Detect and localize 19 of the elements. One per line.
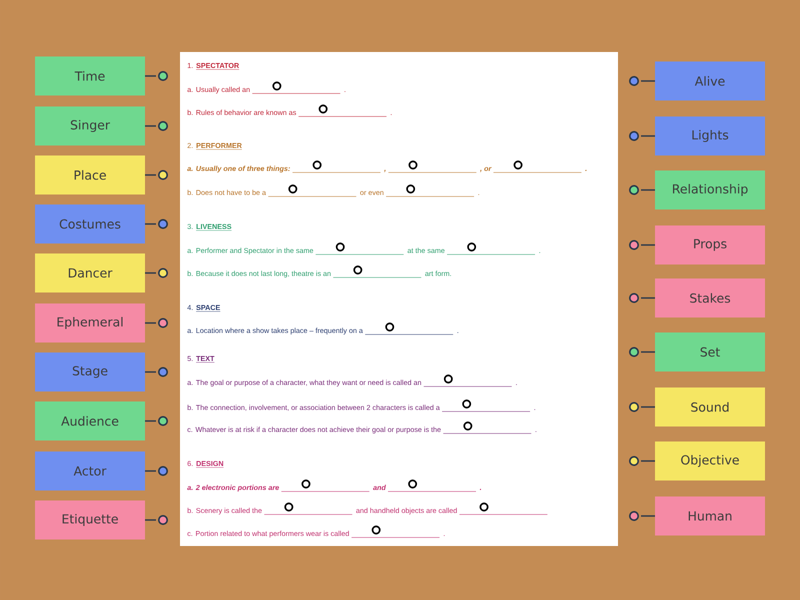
word-card: Place <box>35 156 145 194</box>
word-card: Sound <box>655 388 765 426</box>
word-card: Audience <box>35 402 145 440</box>
word-card: Props <box>655 226 765 264</box>
word-card: Costumes <box>35 204 145 244</box>
word-card: Objective <box>655 442 765 480</box>
word-card: Stage <box>35 352 145 392</box>
word-card: Time <box>35 56 145 96</box>
word-card: Lights <box>655 116 765 156</box>
word-card: Actor <box>35 452 145 490</box>
word-card: Stakes <box>655 278 765 318</box>
word-card: Etiquette <box>35 500 145 540</box>
word-card: Set <box>655 332 765 372</box>
word-card: Ephemeral <box>35 304 145 342</box>
word-card: Singer <box>35 106 145 146</box>
word-card: Human <box>655 496 765 536</box>
word-card: Alive <box>655 62 765 100</box>
word-card: Dancer <box>35 254 145 292</box>
word-card: Relationship <box>655 170 765 210</box>
